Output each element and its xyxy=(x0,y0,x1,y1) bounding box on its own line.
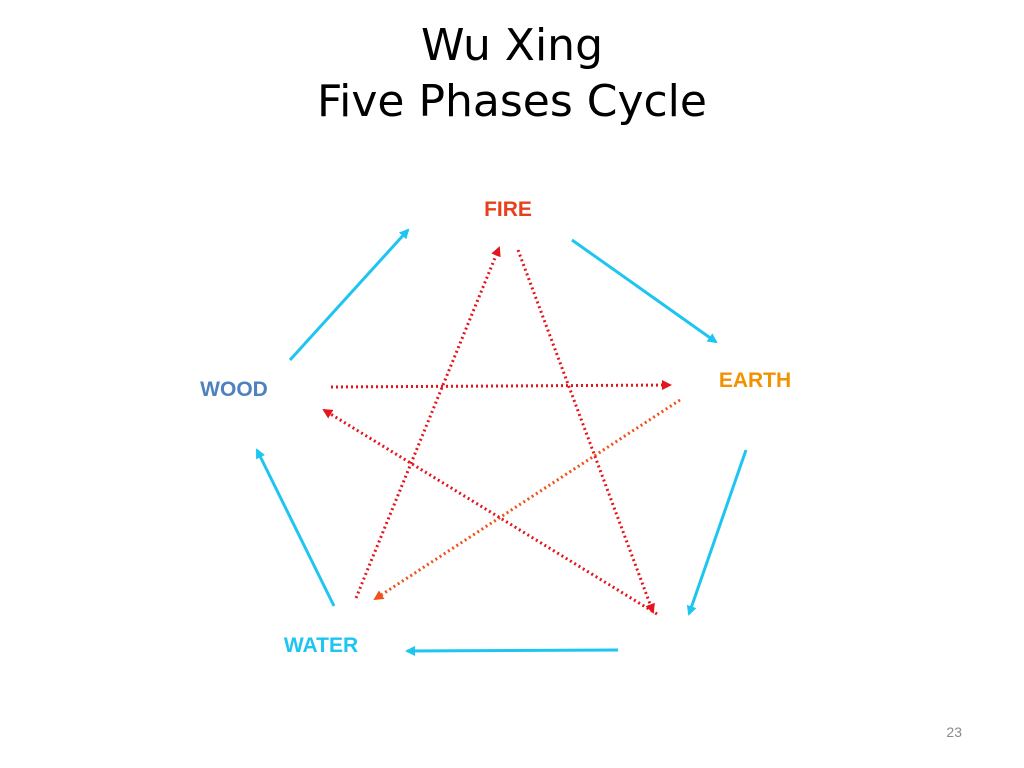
label-wood: WOOD xyxy=(200,378,268,401)
arrow-metal-to-water xyxy=(405,645,619,656)
title-line-2: Five Phases Cycle xyxy=(317,76,707,127)
phase-labels: FIRE EARTH WOOD WATER xyxy=(200,198,791,657)
arrow-earth-to-metal xyxy=(686,449,748,616)
arrow-fire-to-earth xyxy=(571,238,718,344)
page-number: 23 xyxy=(946,724,962,740)
label-earth: EARTH xyxy=(719,369,791,392)
arrow-water-to-wood xyxy=(255,448,336,607)
label-fire: FIRE xyxy=(484,198,532,221)
label-water: WATER xyxy=(284,634,358,657)
generating-cycle xyxy=(255,228,748,656)
arrow-water-to-fire xyxy=(354,246,501,599)
arrow-metal-to-wood xyxy=(322,408,658,616)
controlling-cycle xyxy=(322,246,681,616)
arrow-wood-to-earth xyxy=(330,380,672,391)
arrow-wood-to-fire xyxy=(288,228,410,362)
arrow-fire-to-metal xyxy=(516,249,655,614)
arrow-earth-to-water xyxy=(373,398,681,601)
title-line-1: Wu Xing xyxy=(421,20,603,71)
slide-title: Wu Xing Five Phases Cycle xyxy=(0,18,1024,130)
